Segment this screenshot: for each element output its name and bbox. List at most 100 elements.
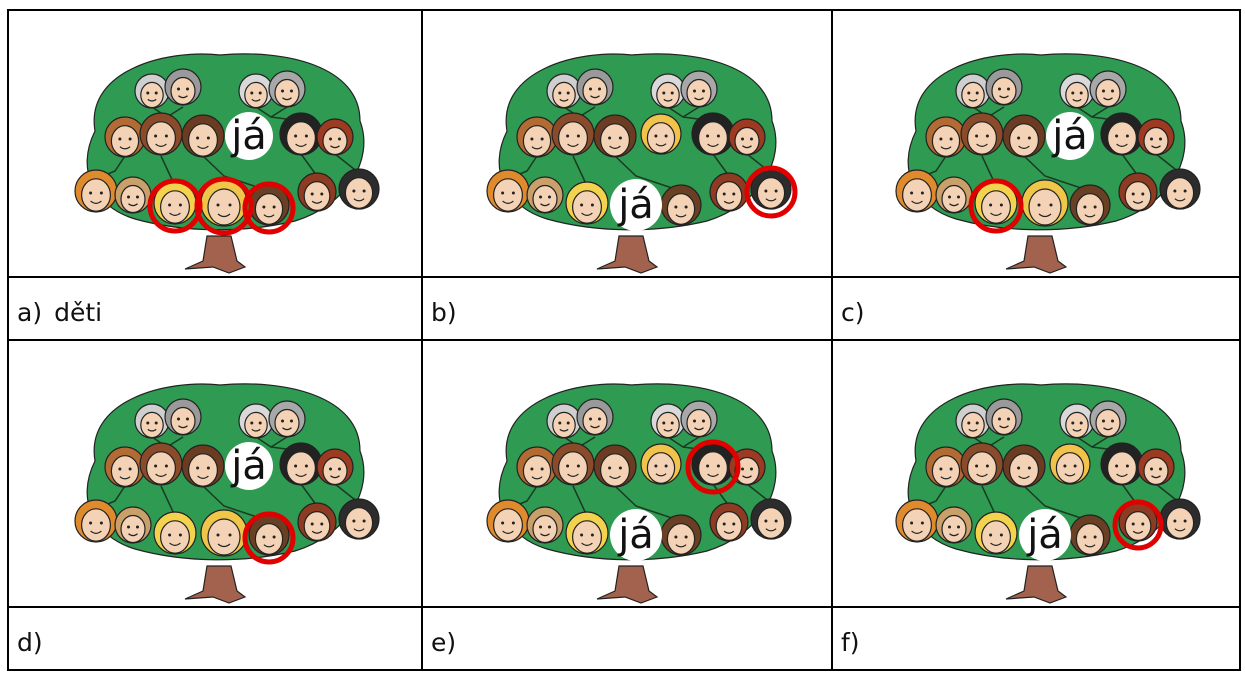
face-k4	[200, 509, 248, 557]
family-tree-illustration: já	[74, 53, 380, 274]
face-p4	[640, 443, 682, 485]
panel-c-letter: c)	[841, 298, 865, 327]
face-k1	[895, 169, 939, 213]
face-k3	[565, 511, 609, 555]
face-g2	[576, 398, 614, 436]
highlight-circle-cousin-right	[744, 165, 798, 219]
face-k6	[709, 502, 749, 542]
face-g3	[1059, 403, 1095, 439]
face-p5	[1100, 442, 1144, 486]
face-k6	[1118, 502, 1158, 542]
highlight-circle-uncle	[685, 439, 741, 495]
self-marker	[610, 179, 662, 231]
face-p6	[316, 448, 354, 486]
face-p6	[1137, 448, 1175, 486]
panel-d-image: já	[7, 339, 423, 608]
face-g3	[650, 73, 686, 109]
face-k5	[660, 184, 702, 226]
face-p3	[593, 114, 637, 158]
face-g2	[576, 68, 614, 106]
face-g1	[955, 73, 991, 109]
tree-trunk	[1005, 565, 1068, 604]
self-label: já	[1026, 512, 1063, 558]
highlight-circle-cousin	[1112, 499, 1164, 551]
face-p3	[1002, 114, 1046, 158]
face-g4	[268, 70, 306, 108]
face-p2	[139, 112, 183, 156]
self-marker	[1019, 509, 1071, 561]
face-g3	[650, 403, 686, 439]
face-p5	[279, 112, 323, 156]
face-k5	[660, 514, 702, 556]
face-g2	[164, 398, 202, 436]
self-marker	[1046, 112, 1094, 160]
face-k3	[565, 181, 609, 225]
exercise-sheet: já já já a)děti b) c) já já já d) e) f)	[7, 9, 1241, 693]
face-k5	[1069, 184, 1111, 226]
face-k2	[114, 506, 152, 544]
face-p5	[279, 442, 323, 486]
face-p4	[640, 113, 682, 155]
tree-trunk	[596, 235, 659, 274]
face-k6	[297, 502, 337, 542]
face-k1	[486, 499, 530, 543]
face-p1	[516, 116, 558, 158]
face-g1	[134, 403, 170, 439]
face-k2	[114, 176, 152, 214]
face-g3	[238, 73, 274, 109]
highlight-circle-children-2	[194, 176, 254, 236]
face-p1	[104, 446, 146, 488]
panel-d-caption: d)	[7, 606, 423, 671]
panel-a-image: já	[7, 9, 423, 278]
panel-a-letter: a)	[17, 298, 43, 327]
family-tree-illustration: já	[486, 383, 792, 604]
panel-d-letter: d)	[17, 628, 43, 657]
panel-a-word: děti	[54, 298, 103, 327]
face-p2	[139, 442, 183, 486]
face-k2	[935, 506, 973, 544]
family-tree-illustration: já	[895, 53, 1201, 274]
highlight-circle-grandchild	[242, 511, 296, 565]
face-k7	[1159, 168, 1201, 210]
face-p1	[925, 446, 967, 488]
face-k6	[1118, 172, 1158, 212]
face-k1	[895, 499, 939, 543]
face-k1	[74, 499, 118, 543]
tree-trunk	[184, 235, 247, 274]
self-label: já	[230, 443, 267, 489]
panel-c-caption: c)	[831, 276, 1241, 341]
face-g3	[238, 403, 274, 439]
panel-e-image: já	[421, 339, 833, 608]
tree-trunk	[596, 565, 659, 604]
face-p6	[316, 118, 354, 156]
highlight-circle-children-1	[147, 178, 203, 234]
face-k5	[248, 514, 290, 556]
panel-b-letter: b)	[431, 298, 457, 327]
face-p1	[925, 116, 967, 158]
face-p3	[1002, 444, 1046, 488]
panel-f-letter: f)	[841, 628, 860, 657]
self-marker	[225, 442, 273, 490]
face-g4	[1089, 400, 1127, 438]
face-p2	[551, 442, 595, 486]
face-k6	[297, 172, 337, 212]
face-k7	[750, 498, 792, 540]
panel-a-caption: a) děti	[7, 276, 423, 341]
panel-f-caption: f)	[831, 606, 1241, 671]
face-g2	[985, 398, 1023, 436]
face-p1	[516, 446, 558, 488]
face-p3	[593, 444, 637, 488]
family-tree-table: já já já a)děti b) c) já já já d) e) f)	[7, 9, 1241, 671]
face-p1	[104, 116, 146, 158]
face-k7	[338, 498, 380, 540]
face-p3	[181, 444, 225, 488]
face-g2	[164, 68, 202, 106]
face-g2	[985, 68, 1023, 106]
highlight-circle-children-3	[242, 181, 296, 235]
face-k7	[338, 168, 380, 210]
face-p5	[691, 112, 735, 156]
highlight-circle-daughter	[968, 178, 1024, 234]
face-k3	[153, 511, 197, 555]
face-p2	[960, 442, 1004, 486]
family-tree-illustration: já	[895, 383, 1201, 604]
